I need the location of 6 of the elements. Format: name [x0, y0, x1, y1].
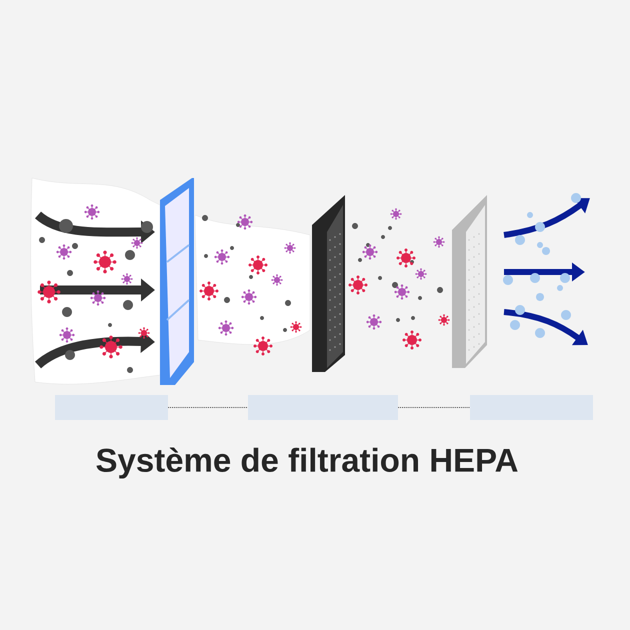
dotted-connector — [398, 407, 470, 408]
label-bar — [55, 395, 168, 420]
title: Système de filtration HEPA — [96, 447, 518, 479]
label-bar — [248, 395, 398, 420]
dotted-connector — [168, 407, 248, 408]
label-bar — [470, 395, 593, 420]
